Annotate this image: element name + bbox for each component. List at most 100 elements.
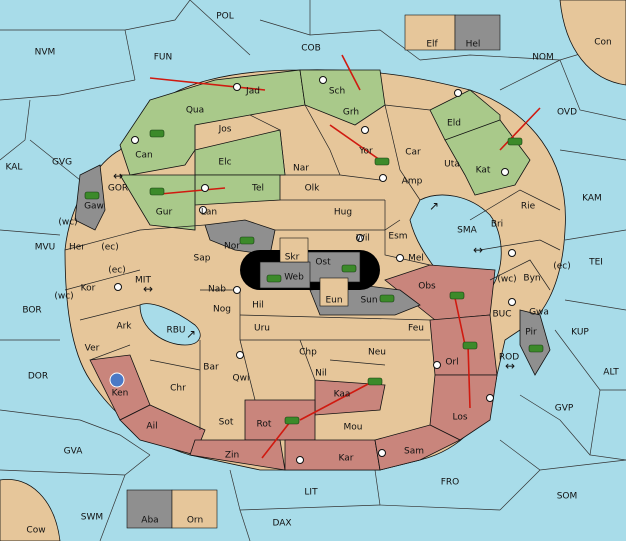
coast-label: (ec) (108, 266, 126, 276)
label-qua: Qua (186, 106, 204, 116)
label-kat: Kat (476, 166, 491, 176)
label-pir: Pir (525, 328, 537, 338)
label-nar: Nar (293, 164, 309, 174)
label-hug: Hug (334, 208, 352, 218)
label-wil: Wil (356, 234, 370, 244)
label-jad: Jad (245, 87, 260, 97)
label-lit: LIT (304, 488, 318, 498)
supply-centers (114, 76, 516, 464)
label-skr: Skr (285, 253, 300, 263)
land-borders (64, 104, 561, 430)
label-con: Con (594, 38, 612, 48)
label-cow: Cow (26, 526, 45, 536)
label-swm: SWM (81, 513, 103, 523)
label-dax: DAX (272, 519, 291, 529)
label-sam: Sam (404, 447, 424, 457)
label-gur: Gur (156, 208, 173, 218)
label-car: Car (405, 148, 421, 158)
label-orn: Orn (187, 516, 203, 526)
label-uru: Uru (254, 324, 270, 334)
label-kor: Kor (81, 284, 96, 294)
coast-label: (wc) (54, 292, 73, 302)
label-elc: Elc (218, 158, 231, 168)
coast-label: (wc) (58, 218, 77, 228)
label-buc: BUC (492, 310, 511, 320)
label-tel: Tel (251, 184, 264, 194)
coast-label: (ec) (101, 243, 119, 253)
coast-labels: (wc) (ec) (ec) (wc) (wc) (ec) (54, 218, 570, 302)
label-ken: Ken (112, 389, 129, 399)
label-her: Her (69, 243, 85, 253)
label-rod: ROD (499, 353, 519, 363)
label-kaa: Kaa (334, 390, 351, 400)
coast-label: (ec) (553, 262, 571, 272)
move-arrows (149, 54, 541, 459)
label-gvg: GVG (52, 158, 72, 168)
label-ost: Ost (315, 258, 331, 268)
label-kup: KUP (571, 328, 589, 338)
label-eld: Eld (447, 119, 461, 129)
label-esm: Esm (388, 232, 407, 242)
label-bor: BOR (22, 306, 41, 316)
label-lan: Lan (201, 208, 217, 218)
orn-box (171, 489, 218, 529)
red-territories (89, 264, 498, 471)
label-web: Web (284, 273, 304, 283)
label-gvp: GVP (555, 404, 574, 414)
label-byn: Byn (523, 274, 540, 284)
center-box-eun (319, 277, 349, 307)
rbu-bay (139, 303, 201, 346)
label-gaw: Gaw (84, 202, 104, 212)
elf-box (404, 14, 456, 51)
label-jos: Jos (218, 125, 232, 135)
label-yor: Yor (358, 147, 373, 157)
label-mou: Mou (344, 423, 363, 433)
label-nor: Nor (224, 242, 240, 252)
label-sch: Sch (329, 87, 345, 97)
label-kam: KAM (582, 194, 602, 204)
label-olk: Olk (305, 184, 321, 194)
label-nom: NOM (532, 53, 554, 63)
label-hel: Hel (466, 40, 481, 50)
label-can: Can (135, 151, 153, 161)
label-rot: Rot (257, 420, 272, 430)
label-zin: Zin (225, 451, 239, 461)
label-chp: Chp (299, 348, 317, 358)
passage-arrows: ↔ ↔ ↔ ↔ ↗ ↗ (113, 169, 515, 373)
ken-fleet-icon (109, 372, 125, 388)
label-chr: Chr (170, 384, 186, 394)
label-bar: Bar (203, 363, 219, 373)
label-mel: Mel (408, 254, 424, 264)
sea-labels: POL NVM FUN COB NOM Con OVD KAL GVG GOR … (6, 12, 620, 536)
label-som: SOM (557, 492, 578, 502)
label-tei: TEI (588, 258, 603, 268)
svg-text:↔: ↔ (505, 359, 515, 373)
label-mit: MIT (135, 276, 151, 286)
aba-box (126, 489, 173, 529)
label-kal: KAL (6, 163, 23, 173)
hel-box (454, 14, 501, 51)
label-qwi: Qwi (233, 374, 250, 384)
label-grh: Grh (343, 108, 359, 118)
label-ver: Ver (85, 344, 100, 354)
center-box-skr (279, 237, 309, 263)
label-mvu: MVU (35, 243, 56, 253)
label-cob: COB (301, 44, 321, 54)
label-ovd: OVD (557, 108, 577, 118)
label-eun: Eun (325, 296, 342, 306)
label-los: Los (452, 413, 467, 423)
label-feu: Feu (408, 324, 424, 334)
label-fun: FUN (154, 53, 173, 63)
label-neu: Neu (368, 348, 386, 358)
label-alt: ALT (603, 368, 619, 378)
label-obs: Obs (418, 282, 436, 292)
label-dor: DOR (28, 372, 48, 382)
label-elf: Elf (426, 40, 438, 50)
coast-label: (wc) (497, 275, 516, 285)
svg-text:↗: ↗ (429, 199, 439, 213)
label-sap: Sap (194, 254, 211, 264)
label-pol: POL (216, 12, 234, 22)
svg-text:↗: ↗ (186, 327, 196, 341)
